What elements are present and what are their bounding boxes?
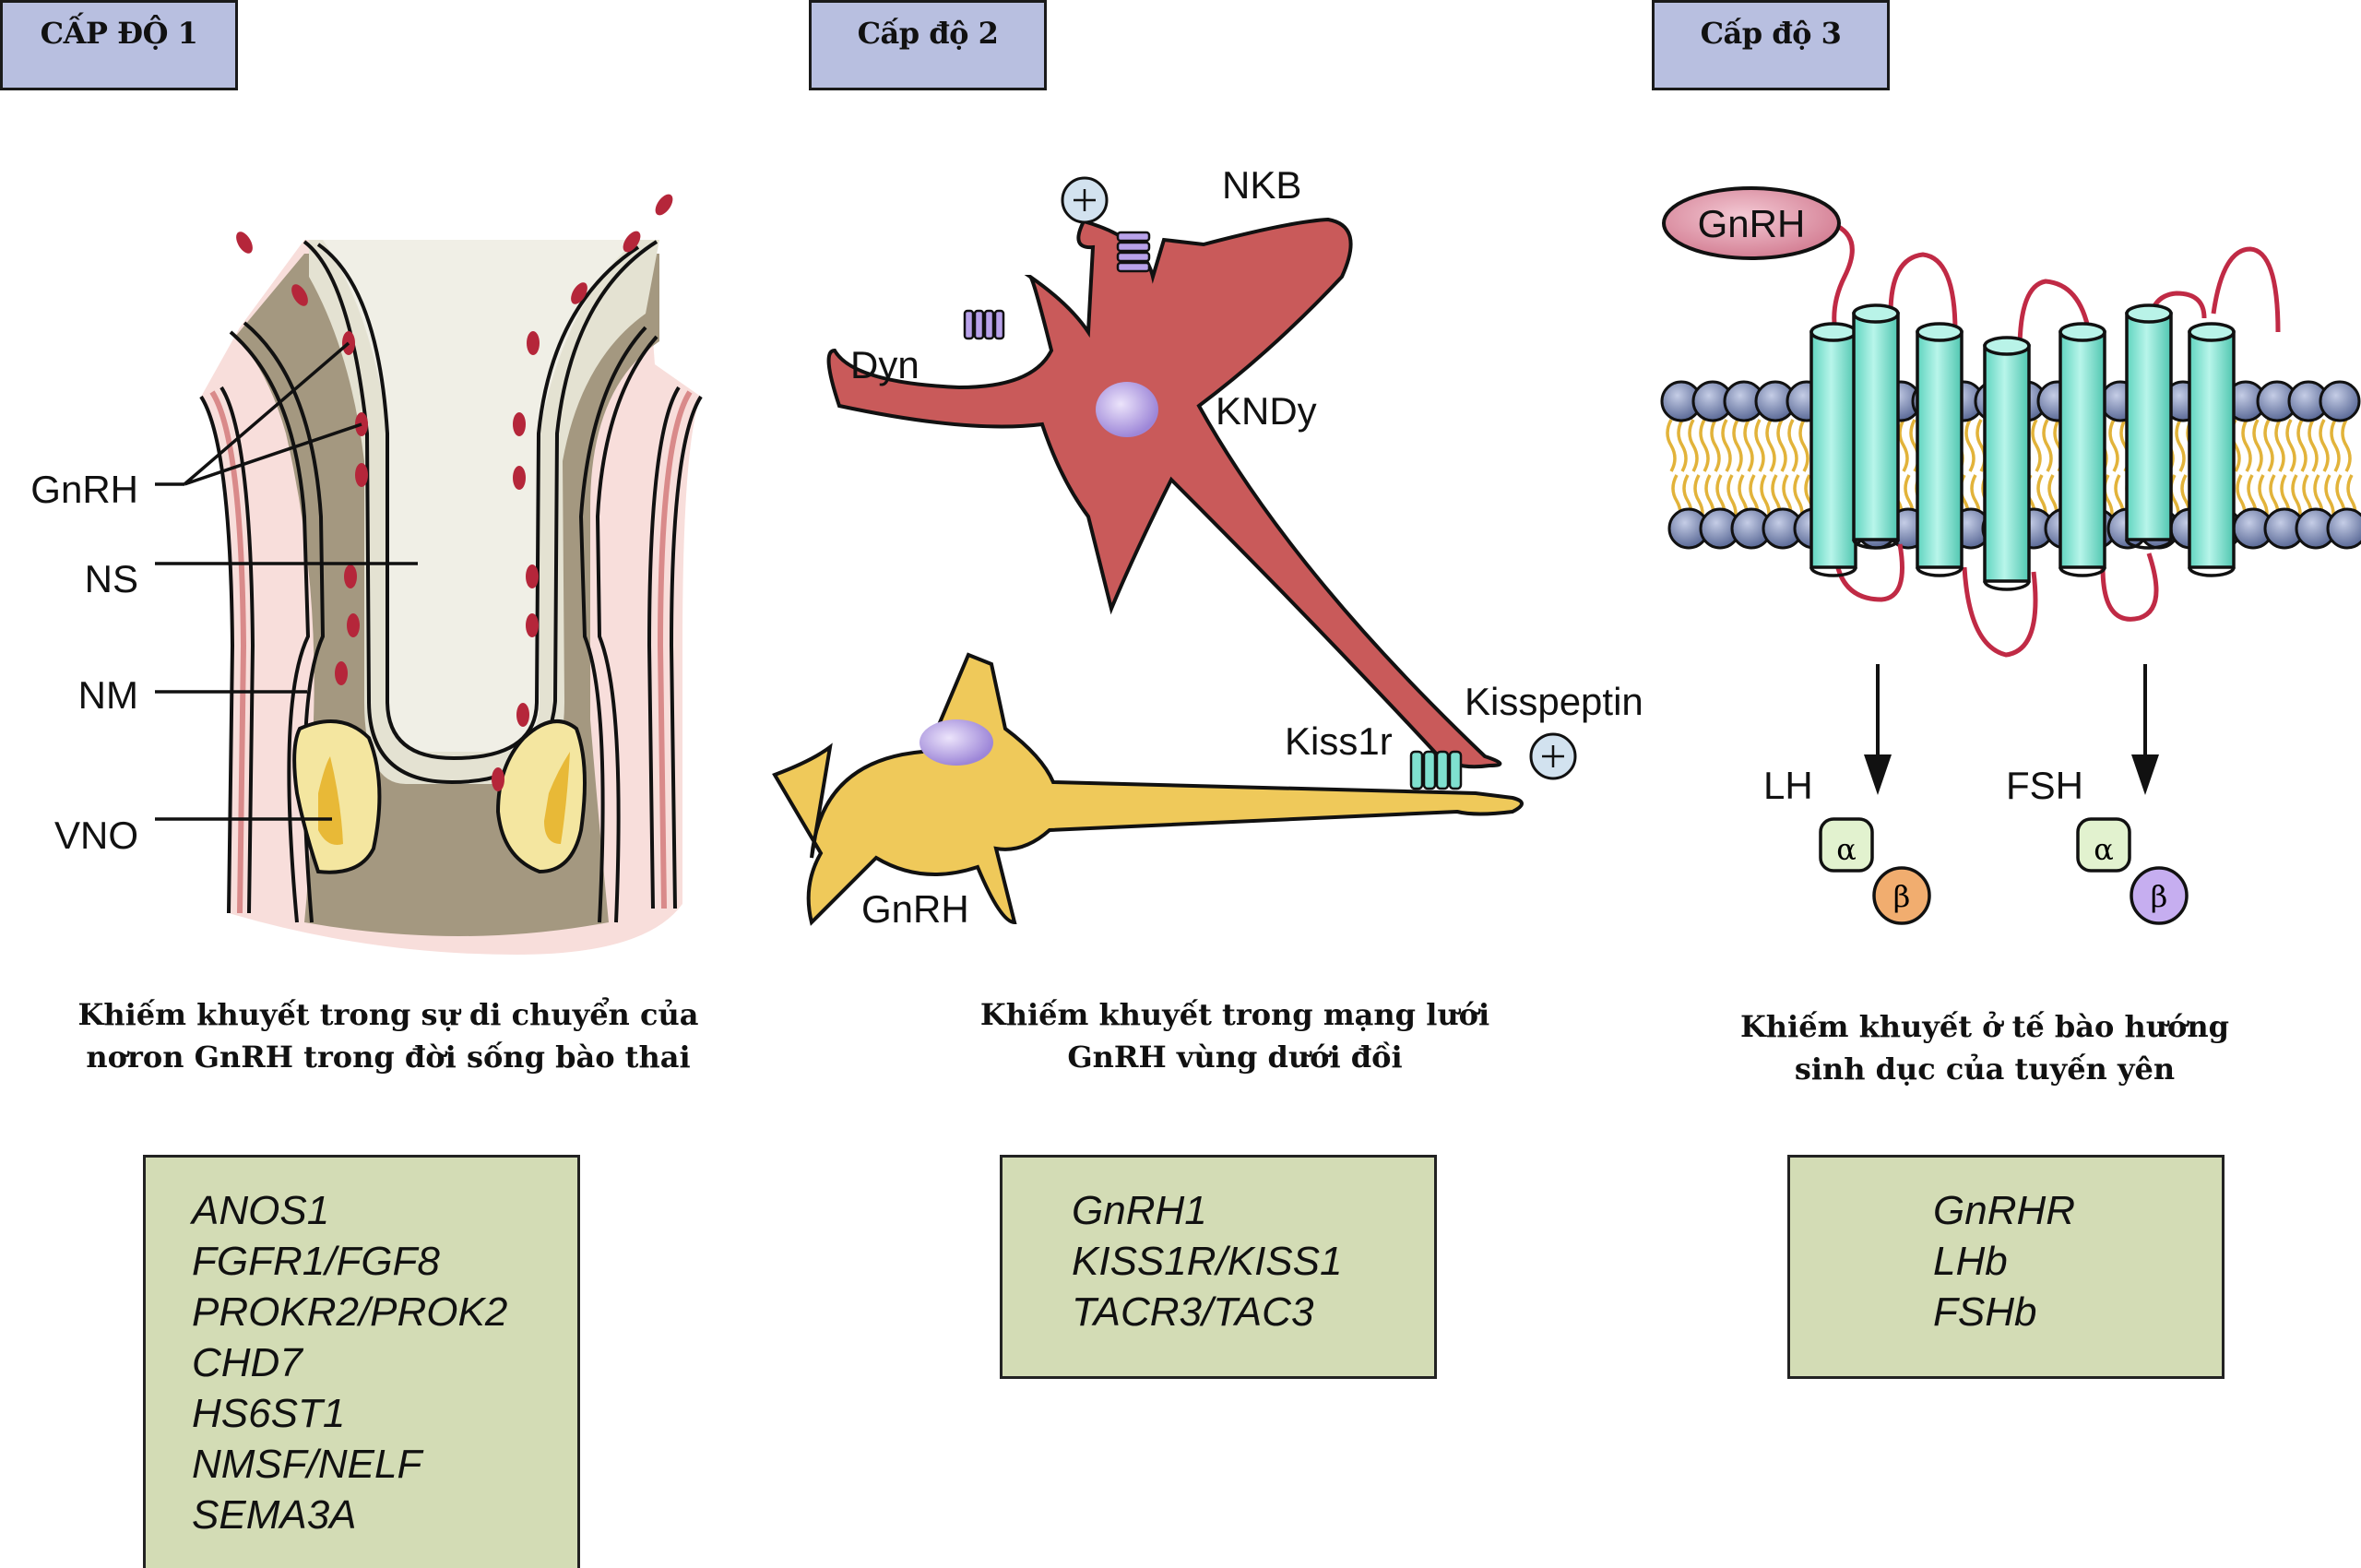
receptor-helix: [1916, 322, 1964, 577]
svg-text:β: β: [2151, 879, 2168, 914]
receptor-helix: [2058, 322, 2106, 577]
gene-item: NMSF/NELF: [192, 1442, 422, 1487]
level-3-genes-box: GnRHR LHb FSHb: [1787, 1155, 2225, 1379]
label-fsh: FSH: [2006, 764, 2083, 807]
neuron-network-diagram: NKB Dyn KNDy Kisspeptin Kiss1r GnRH: [772, 163, 1643, 931]
gnrh-receptor-diagram: GnRH LH FSH α β α β: [1660, 186, 2361, 925]
gnrh-nucleus: [919, 719, 993, 766]
gene-item: GnRH1: [1072, 1188, 1207, 1233]
lipid-head: [2319, 380, 2361, 422]
gene-item: KISS1R/KISS1: [1072, 1239, 1343, 1284]
vno-right: [495, 719, 587, 874]
label-kndy: KNDy: [1216, 389, 1317, 433]
gene-item: SEMA3A: [192, 1492, 357, 1538]
label-ns: NS: [85, 557, 138, 600]
svg-text:α: α: [2094, 832, 2114, 867]
receptor-helix: [1983, 336, 2031, 591]
label-dyn: Dyn: [850, 343, 919, 386]
level-1-genes-box: ANOS1 FGFR1/FGF8 PROKR2/PROK2 CHD7 HS6ST…: [143, 1155, 580, 1568]
nkb-receptor: [1116, 231, 1151, 273]
gnrh-neuron-dots: [236, 194, 673, 791]
gnrh-ligand: [1662, 186, 1841, 260]
label-nm: NM: [78, 673, 138, 717]
svg-text:α: α: [1836, 832, 1857, 867]
kndy-nucleus: [1096, 382, 1158, 437]
level-2-genes-box: GnRH1 KISS1R/KISS1 TACR3/TAC3: [1000, 1155, 1437, 1379]
receptor-helix: [2188, 322, 2236, 577]
gene-item: HS6ST1: [192, 1391, 346, 1436]
label-kisspeptin: Kisspeptin: [1465, 680, 1643, 723]
label-nkb: NKB: [1222, 163, 1301, 207]
gene-item: GnRHR: [1933, 1188, 2076, 1233]
label-gnrh-neuron: GnRH: [861, 887, 969, 931]
gnrh-leader-line: [155, 341, 362, 486]
arrow-to-lh: [1864, 664, 1892, 795]
nasal-region-diagram: GnRH NS NM VNO: [30, 194, 703, 955]
label-vno: VNO: [54, 814, 138, 857]
lh-dimer: α β: [1819, 817, 1931, 925]
gene-item: TACR3/TAC3: [1072, 1289, 1314, 1335]
fsh-dimer: α β: [2076, 817, 2189, 925]
level-1-header: CẤP ĐỘ 1: [0, 0, 238, 90]
receptor-helix: [1852, 303, 1900, 550]
gene-item: FSHb: [1933, 1289, 2037, 1335]
dyn-receptor: [963, 309, 1005, 340]
lipid-head: [2326, 507, 2361, 550]
level-3-header: Cấp độ 3: [1652, 0, 1890, 90]
gene-item: FGFR1/FGF8: [192, 1239, 440, 1284]
level-2-header: Cấp độ 2: [809, 0, 1047, 90]
gene-item: PROKR2/PROK2: [192, 1289, 508, 1335]
gene-item: ANOS1: [192, 1188, 330, 1233]
label-lh: LH: [1763, 764, 1813, 807]
label-gnrh: GnRH: [30, 468, 138, 511]
plus-icon-nkb: [1061, 176, 1109, 224]
gene-item: LHb: [1933, 1239, 2008, 1284]
receptor-helix: [2125, 303, 2173, 550]
gene-item: CHD7: [192, 1340, 303, 1385]
plus-icon-kisspeptin: [1529, 732, 1577, 780]
receptor-helix: [1809, 322, 1857, 577]
kiss1r-receptor: [1409, 750, 1463, 790]
arrow-to-fsh: [2131, 664, 2159, 795]
svg-text:β: β: [1893, 879, 1911, 914]
label-kiss1r: Kiss1r: [1285, 719, 1393, 763]
label-gnrh-ligand: GnRH: [1698, 202, 1806, 245]
